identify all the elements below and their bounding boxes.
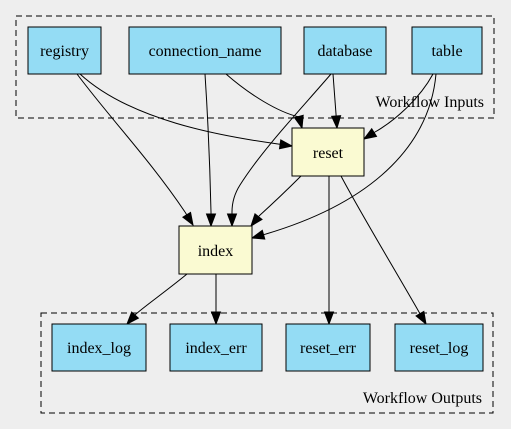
edge-arrowhead [182, 211, 194, 227]
edge-arrowhead [250, 212, 263, 228]
edge-line [265, 73, 437, 235]
cluster-outputs-border [40, 312, 494, 414]
cluster-workflow-outputs: Workflow Outputs [40, 312, 494, 414]
edge-arrowhead [226, 213, 238, 228]
node-reset-log-label: reset_log [410, 340, 469, 357]
node-connection-name-label: connection_name [149, 43, 262, 60]
cluster-outputs-label: Workflow Outputs [363, 390, 482, 407]
edge-connection-name-to-index [204, 73, 217, 228]
edges [76, 73, 437, 326]
node-reset-box[interactable] [291, 127, 365, 177]
edge-arrowhead [323, 311, 335, 326]
edge-line [204, 73, 212, 213]
node-reset-err-box[interactable] [285, 323, 371, 372]
node-index-log-box[interactable] [51, 323, 147, 372]
node-database-label: database [317, 43, 372, 60]
edge-arrowhead [126, 311, 140, 326]
edge-line-extension [184, 211, 188, 216]
cluster-workflow-inputs: Workflow Inputs [15, 15, 495, 119]
node-index-log-label: index_log [67, 340, 131, 357]
node-registry-box[interactable] [27, 26, 102, 75]
edge-arrowhead [330, 115, 342, 130]
edge-index-to-index-err [210, 274, 222, 326]
edge-table-to-index [250, 73, 437, 240]
node-database[interactable]: database [303, 26, 387, 75]
node-reset-log-box[interactable] [394, 323, 484, 372]
edge-registry-to-index [76, 73, 194, 227]
node-reset-err[interactable]: reset_err [285, 323, 371, 372]
edge-line [225, 73, 300, 118]
node-index-err-box[interactable] [169, 323, 263, 372]
node-database-box[interactable] [303, 26, 387, 75]
edge-table-to-reset [362, 73, 434, 140]
node-reset-log[interactable]: reset_log [394, 323, 484, 372]
edge-reset-to-reset-err [323, 176, 335, 326]
edge-line [76, 73, 186, 213]
node-table-label: table [431, 43, 462, 60]
edge-arrowhead [250, 229, 266, 240]
edge-index-to-index-log [126, 273, 188, 326]
node-registry[interactable]: registry [27, 26, 102, 75]
edge-arrowhead [278, 139, 294, 150]
edge-database-to-index [226, 73, 332, 228]
node-reset-err-label: reset_err [300, 340, 357, 357]
node-index-err[interactable]: index_err [169, 323, 263, 372]
edge-database-to-reset [330, 73, 342, 130]
node-reset-label: reset [313, 145, 344, 162]
edge-line [258, 175, 302, 217]
cluster-inputs-label: Workflow Inputs [376, 94, 484, 111]
edge-line [231, 73, 332, 213]
edge-arrowhead [210, 311, 222, 326]
node-index-err-label: index_err [185, 340, 247, 357]
edge-arrowhead [293, 114, 304, 130]
node-index[interactable]: index [178, 225, 253, 275]
edge-line [340, 175, 420, 313]
node-connection-name-box[interactable] [128, 26, 282, 75]
edge-line [332, 73, 337, 115]
edge-arrowhead [362, 127, 378, 140]
node-table[interactable]: table [411, 26, 483, 75]
node-table-box[interactable] [411, 26, 483, 75]
edge-reset-to-index [250, 175, 302, 228]
node-reset[interactable]: reset [291, 127, 365, 177]
edge-line [79, 73, 279, 145]
edge-connection-name-to-reset [225, 73, 304, 130]
edge-line [135, 273, 188, 315]
node-index-log[interactable]: index_log [51, 323, 147, 372]
edge-reset-to-reset-log [340, 175, 427, 326]
edge-registry-to-reset [79, 73, 294, 150]
edge-arrowhead [205, 213, 217, 228]
node-connection-name[interactable]: connection_name [128, 26, 282, 75]
node-index-label: index [198, 243, 234, 260]
node-index-box[interactable] [178, 225, 253, 275]
node-registry-label: registry [40, 43, 89, 60]
edge-arrowhead [415, 310, 427, 326]
edge-line [374, 73, 434, 133]
